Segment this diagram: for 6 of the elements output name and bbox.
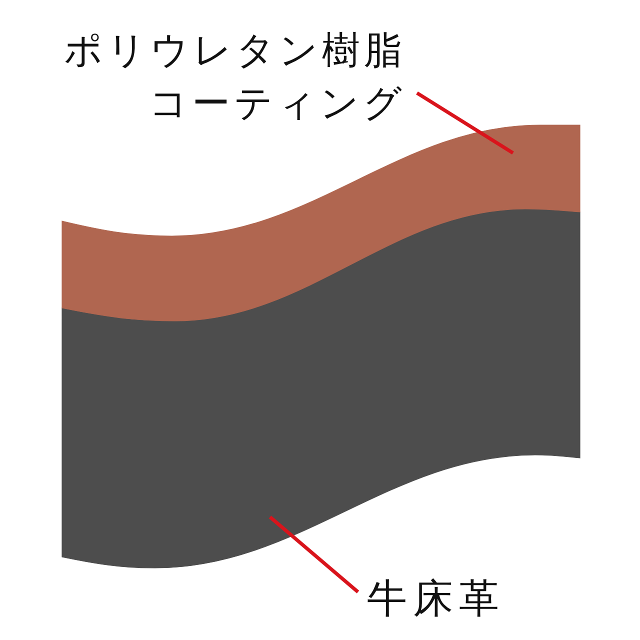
coating-layer [62, 125, 580, 321]
leader-line [268, 516, 360, 594]
layer-label: 牛床革 [367, 575, 506, 623]
layer-label: ポリウレタン樹脂コーティング [63, 27, 406, 127]
leader-line [416, 91, 514, 155]
leather-layer [62, 209, 580, 568]
